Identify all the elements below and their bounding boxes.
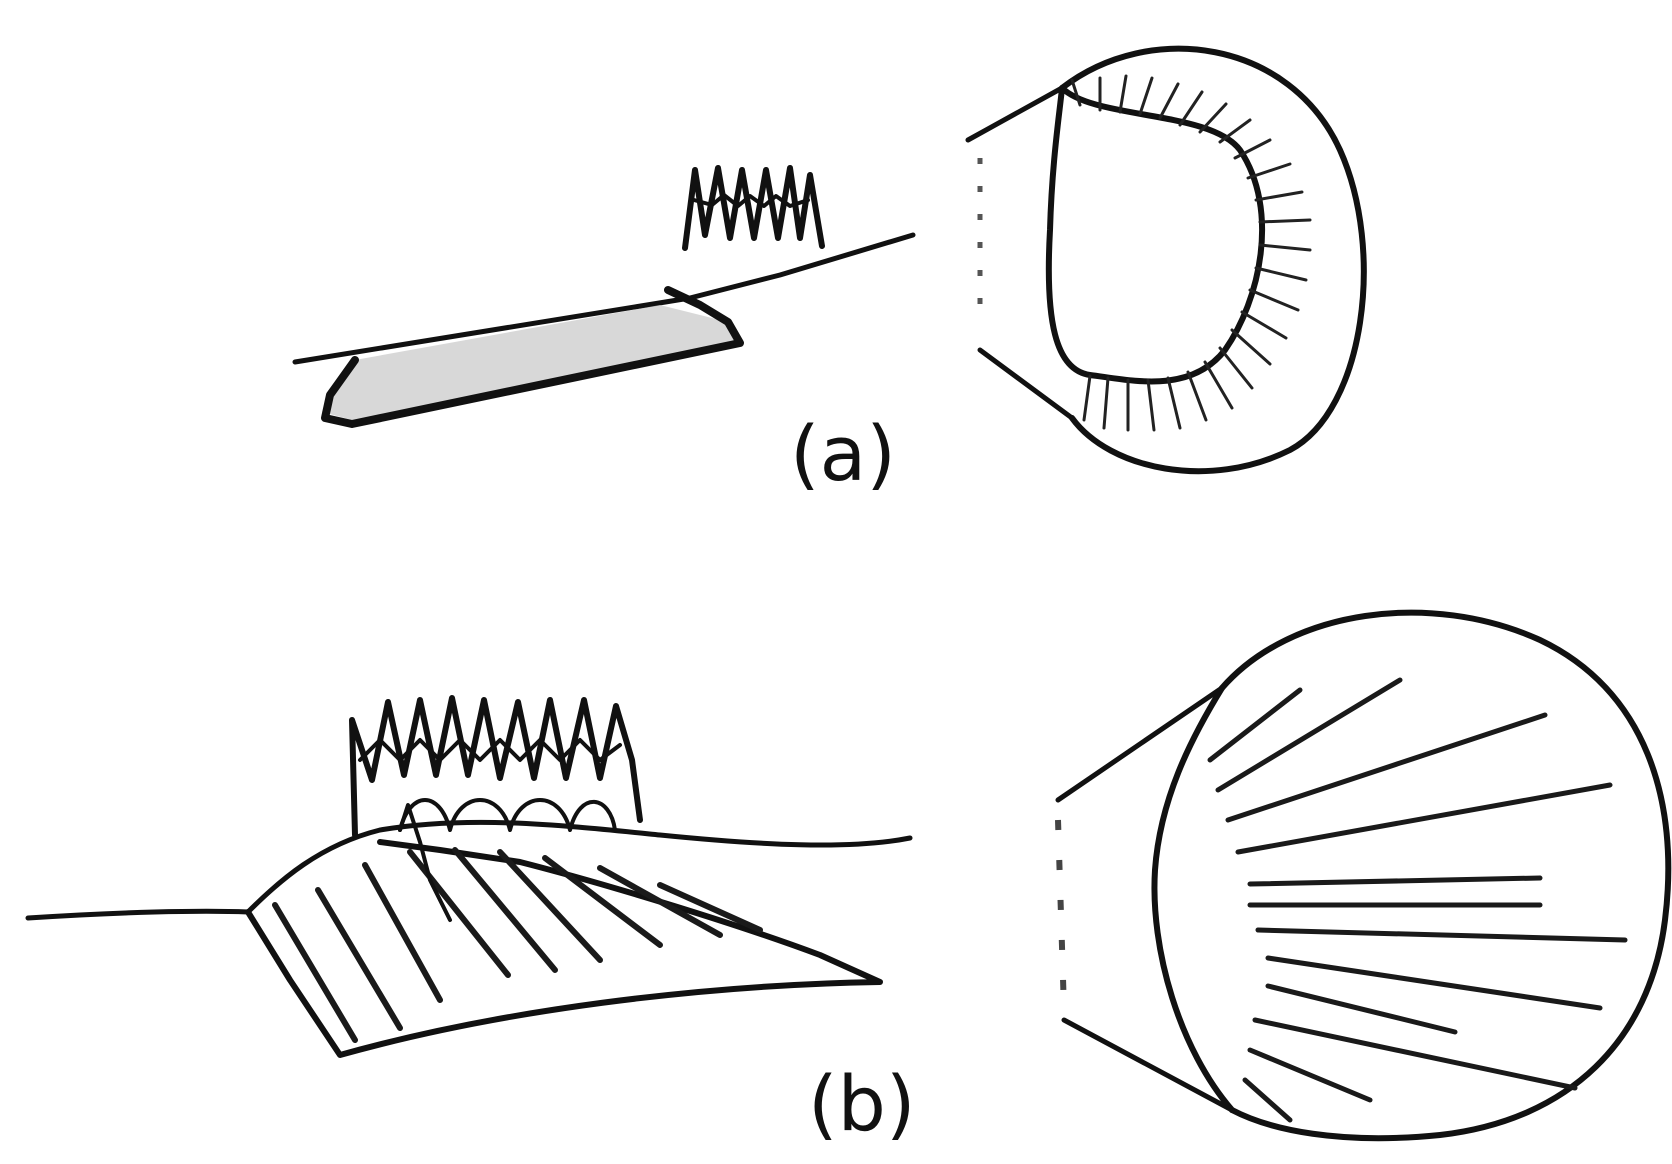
figure-a-front-view xyxy=(968,49,1364,471)
figure-a-rim-hatching xyxy=(1072,76,1310,430)
figure-b-label: (b) xyxy=(808,1059,916,1148)
figure-b-baseline-left xyxy=(28,911,248,918)
figure-b-radial-lines xyxy=(1210,680,1625,1120)
figure-b-side-view xyxy=(28,698,910,1055)
figure-a-label: (a) xyxy=(790,409,896,498)
figure-a-side-view xyxy=(295,168,913,424)
figure-b: (b) xyxy=(28,613,1668,1148)
figure-a-stalk-bottom xyxy=(980,350,1072,418)
figure-a-tuft xyxy=(685,168,822,248)
figure-b-stalk-top xyxy=(1058,688,1222,800)
figure-b-tuft xyxy=(352,698,640,835)
figure-a-outer-ring xyxy=(1062,49,1364,471)
figure-a: (a) xyxy=(295,49,1364,498)
figure-b-stalk-bottom xyxy=(1064,1020,1232,1110)
figure-b-wedge-stripes xyxy=(275,850,760,1040)
figure-b-stalk-dashed xyxy=(1058,820,1064,1010)
figure-a-inner-opening xyxy=(1049,88,1262,381)
figure-b-top-edge xyxy=(248,822,910,912)
figure-b-front-view xyxy=(1058,613,1668,1139)
figure-a-stalk-top xyxy=(968,88,1062,140)
